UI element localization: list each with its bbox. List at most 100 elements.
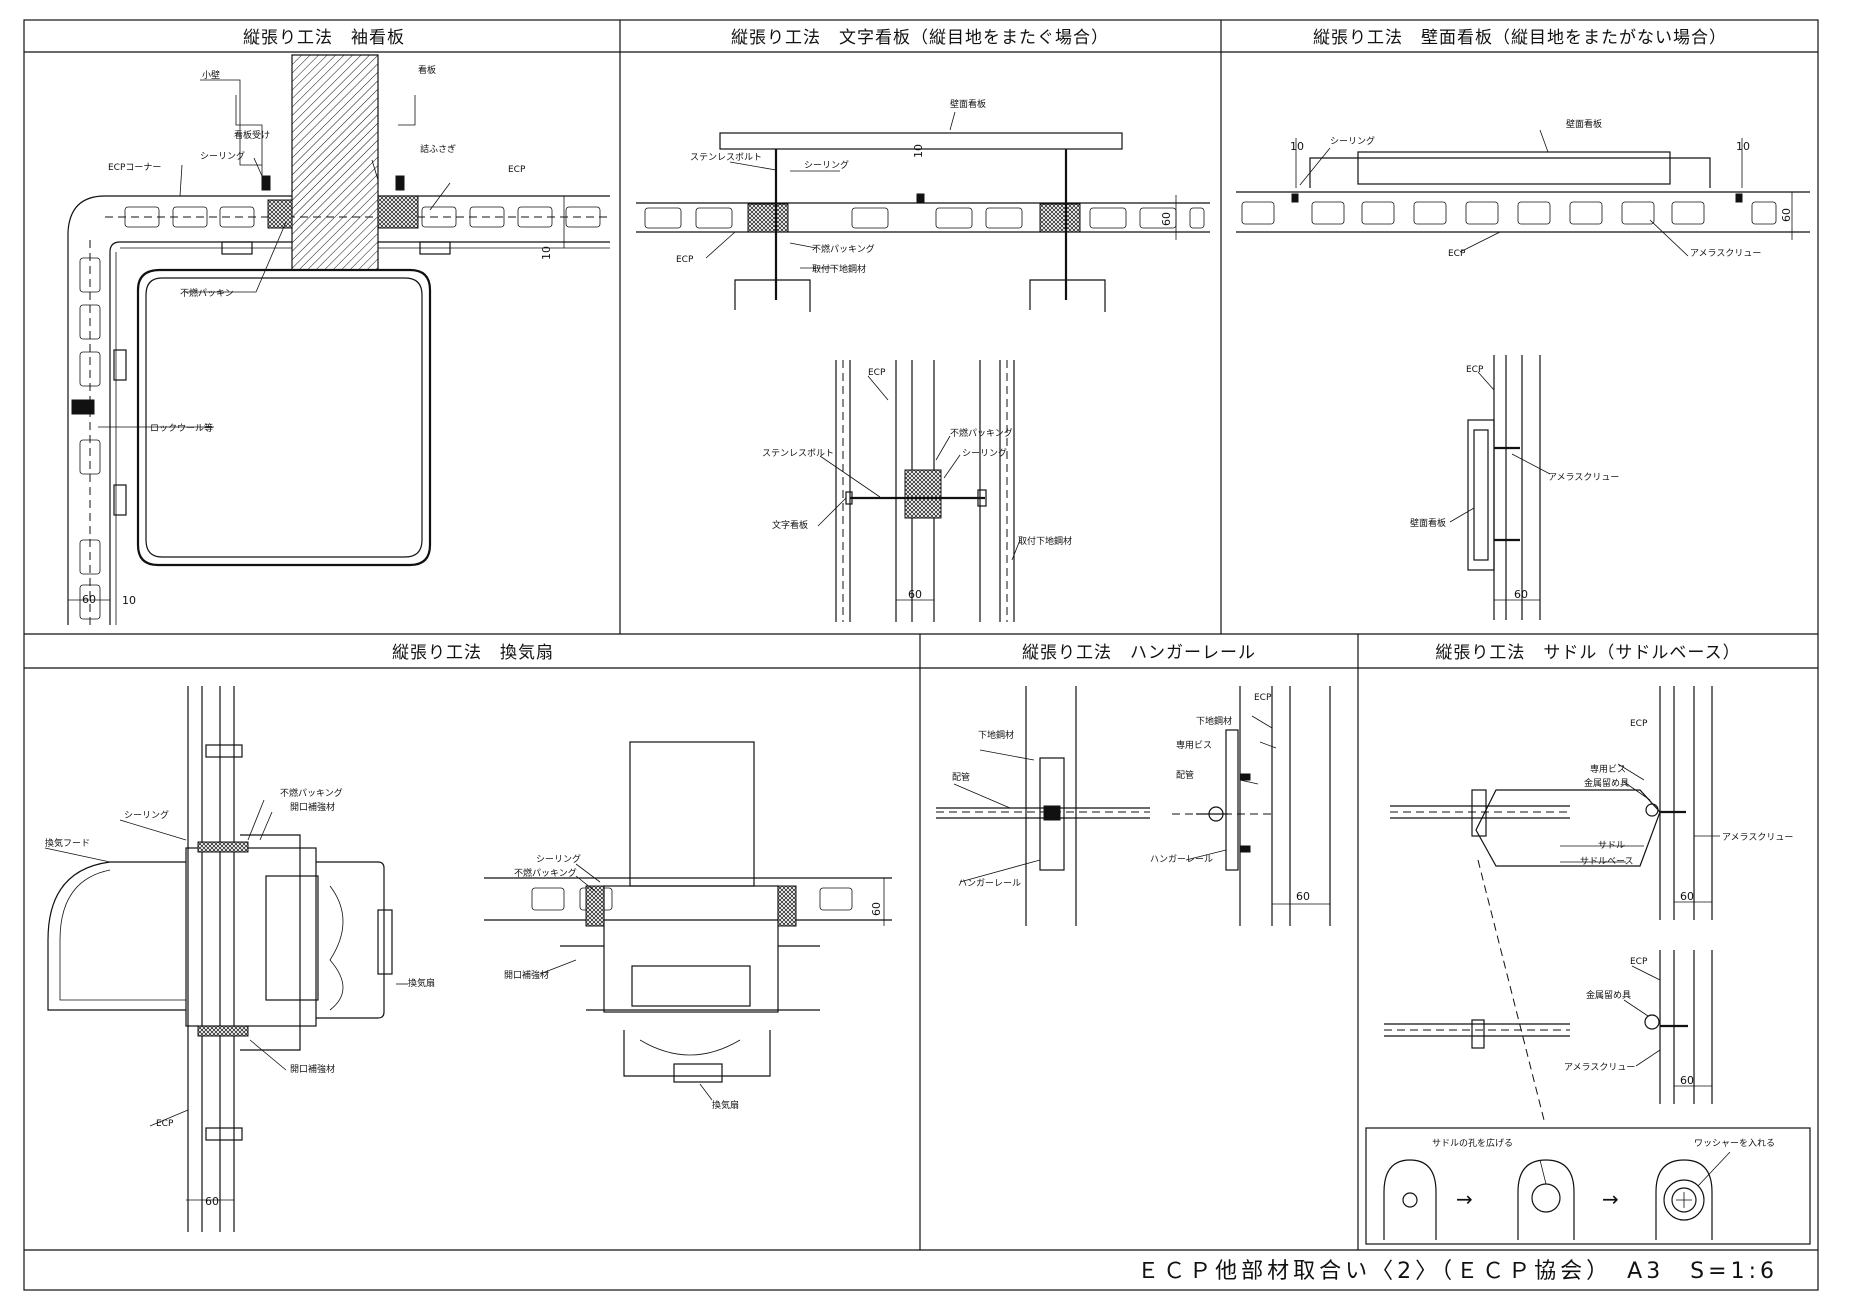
label-rockwool: ロックウール等 bbox=[150, 422, 213, 434]
label-sealing-2b: シーリング bbox=[962, 447, 1007, 459]
vent-hood bbox=[47, 861, 186, 1011]
label-sub-steel-5b: 下地鋼材 bbox=[1196, 715, 1232, 727]
label-packing: 不燃パッキン bbox=[180, 287, 234, 299]
dim-60-5: 60 bbox=[1296, 890, 1310, 903]
label-hanger-rail-5b: ハンガーレール bbox=[1150, 854, 1213, 865]
label-ecp-3b: ECP bbox=[1466, 365, 1484, 375]
dim-10-side: 10 bbox=[540, 246, 553, 260]
label-wall-sign-3b: 壁面看板 bbox=[1410, 517, 1446, 529]
dim-60-4: 60 bbox=[205, 1195, 219, 1208]
dim-60-4b: 60 bbox=[870, 902, 883, 916]
panel-1-title: 縦張り工法 袖看板 bbox=[243, 28, 405, 48]
arrow-step-1: → bbox=[1456, 1187, 1473, 1211]
saddle-base bbox=[1475, 789, 1661, 867]
label-packing-4b: 不燃パッキング bbox=[514, 867, 577, 879]
label-ecp-6: ECP bbox=[1630, 719, 1648, 729]
label-sealing: シーリング bbox=[200, 150, 245, 162]
label-add-washer: ワッシャーを入れる bbox=[1694, 1138, 1775, 1149]
label-anchor-screw-3: アメラスクリュー bbox=[1690, 248, 1761, 259]
dim-10-3a: 10 bbox=[1290, 140, 1304, 153]
label-anchor-screw-6: アメラスクリュー bbox=[1722, 832, 1793, 843]
label-sealing-4: シーリング bbox=[124, 809, 169, 821]
label-screw-5: 専用ビス bbox=[1176, 739, 1212, 751]
label-signboard-support: 看板受け bbox=[234, 129, 270, 141]
label-sealing-2: シーリング bbox=[804, 159, 849, 171]
panel-5-drawing: 下地鋼材 配管 ハンガーレール ECP 下地鋼材 専用ビス 配管 ハンガーレール… bbox=[936, 686, 1331, 926]
label-ecp-2b: ECP bbox=[868, 368, 886, 378]
panel-1-drawing: 小壁 看板 看板受け シーリング ECPコーナー 詰ふさぎ ECP 不燃パッキン… bbox=[67, 54, 610, 625]
label-seal-plug: 詰ふさぎ bbox=[420, 143, 456, 155]
ecp-corner bbox=[67, 195, 121, 625]
dim-60-3: 60 bbox=[1780, 208, 1793, 222]
label-opening-reinf-4b: 開口補強材 bbox=[290, 1063, 335, 1075]
signboard-column bbox=[291, 54, 379, 271]
label-fan-4: 換気扇 bbox=[408, 977, 435, 989]
label-hanger-rail-5: ハンガーレール bbox=[958, 878, 1021, 889]
label-ecp: ECP bbox=[508, 165, 526, 175]
footer-title: ＥＣＰ他部材取合い〈2〉（ＥＣＰ協会） A3 S=1:6 bbox=[1137, 1259, 1778, 1284]
label-sub-steel-5: 下地鋼材 bbox=[978, 729, 1014, 741]
label-ecp-corner: ECPコーナー bbox=[108, 162, 161, 173]
label-packing-2: 不燃パッキング bbox=[812, 243, 875, 255]
arrow-step-2: → bbox=[1602, 1187, 1619, 1211]
label-saddle: サドル bbox=[1598, 840, 1625, 851]
label-metal-clip-6: 金属留め具 bbox=[1584, 777, 1629, 789]
label-pipe-5: 配管 bbox=[952, 771, 970, 783]
box-frame bbox=[136, 268, 432, 567]
dim-60-2: 60 bbox=[1160, 212, 1173, 226]
dim-60-3b: 60 bbox=[1514, 588, 1528, 601]
packing-right bbox=[377, 195, 419, 229]
saddle-detail-box bbox=[1365, 1127, 1811, 1245]
label-saddle-base: サドルベース bbox=[1580, 856, 1634, 867]
panel-6-title: 縦張り工法 サドル（サドルベース） bbox=[1435, 643, 1740, 663]
panel-3-title: 縦張り工法 壁面看板（縦目地をまたがない場合） bbox=[1313, 28, 1727, 48]
panel-4-drawing: 不燃パッキング 開口補強材 シーリング 換気フード 換気扇 開口補強材 ECP … bbox=[44, 686, 892, 1232]
dim-10-bottom: 10 bbox=[122, 594, 136, 607]
label-ecp-4: ECP bbox=[156, 1119, 174, 1129]
wall-sign-board bbox=[719, 132, 1123, 150]
outer-frame bbox=[23, 19, 1819, 1291]
label-small-wall: 小壁 bbox=[202, 69, 220, 81]
label-wall-sign: 壁面看板 bbox=[950, 98, 986, 110]
label-hood: 換気フード bbox=[45, 837, 90, 849]
dim-60-6: 60 bbox=[1680, 890, 1694, 903]
label-packing-2b: 不燃パッキング bbox=[950, 427, 1013, 439]
label-widen-hole: サドルの孔を広げる bbox=[1432, 1137, 1513, 1149]
label-sub-steel: 取付下地鋼材 bbox=[812, 263, 866, 275]
panel-2-drawing: 壁面看板 ステンレスボルト シーリング ECP 不燃パッキング 取付下地鋼材 1… bbox=[636, 98, 1210, 622]
label-fan-4b: 換気扇 bbox=[712, 1099, 739, 1111]
packing-left bbox=[267, 199, 293, 229]
label-ecp-5: ECP bbox=[1254, 693, 1272, 703]
label-sus-bolt-2b: ステンレスボルト bbox=[762, 448, 834, 459]
label-ecp-6b: ECP bbox=[1630, 957, 1648, 967]
panel-6-drawing: ECP 専用ビス 金属留め具 アメラスクリュー サドル サドルベース 60 EC… bbox=[1365, 686, 1811, 1245]
panel-3-drawing: シーリング 壁面看板 10 10 ECP アメラスクリュー 60 ECP アメラ… bbox=[1236, 118, 1810, 620]
dim-60-2b: 60 bbox=[908, 588, 922, 601]
label-metal-clip-6b: 金属留め具 bbox=[1586, 989, 1631, 1001]
label-opening-reinf-4: 開口補強材 bbox=[290, 801, 335, 813]
dim-10-3b: 10 bbox=[1736, 140, 1750, 153]
label-sealing-3: シーリング bbox=[1330, 135, 1375, 147]
label-char-sign: 文字看板 bbox=[772, 519, 808, 531]
label-signboard: 看板 bbox=[418, 64, 436, 76]
label-screw-6: 専用ビス bbox=[1590, 763, 1626, 775]
dim-10-2: 10 bbox=[912, 144, 925, 158]
label-ecp-2: ECP bbox=[676, 255, 694, 265]
label-sealing-4b: シーリング bbox=[536, 853, 581, 865]
ecp-panel-horizontal bbox=[105, 195, 610, 243]
dim-60-6b: 60 bbox=[1680, 1074, 1694, 1087]
label-anchor-screw-3b: アメラスクリュー bbox=[1548, 472, 1619, 483]
panel-5-title: 縦張り工法 ハンガーレール bbox=[1022, 643, 1256, 663]
panel-2-title: 縦張り工法 文字看板（縦目地をまたぐ場合） bbox=[731, 28, 1109, 48]
label-anchor-screw-6b: アメラスクリュー bbox=[1564, 1062, 1635, 1073]
label-pipe-5b: 配管 bbox=[1176, 769, 1194, 781]
label-wall-sign-3: 壁面看板 bbox=[1566, 118, 1602, 130]
label-sub-steel-2b: 取付下地鋼材 bbox=[1018, 535, 1072, 547]
panel-4-title: 縦張り工法 換気扇 bbox=[392, 643, 554, 663]
label-packing-4: 不燃パッキング bbox=[280, 787, 343, 799]
label-ecp-3: ECP bbox=[1448, 249, 1466, 259]
wall-sign-panel bbox=[1357, 151, 1671, 185]
dim-60: 60 bbox=[82, 593, 96, 606]
label-opening-reinf-4c: 開口補強材 bbox=[504, 969, 549, 981]
